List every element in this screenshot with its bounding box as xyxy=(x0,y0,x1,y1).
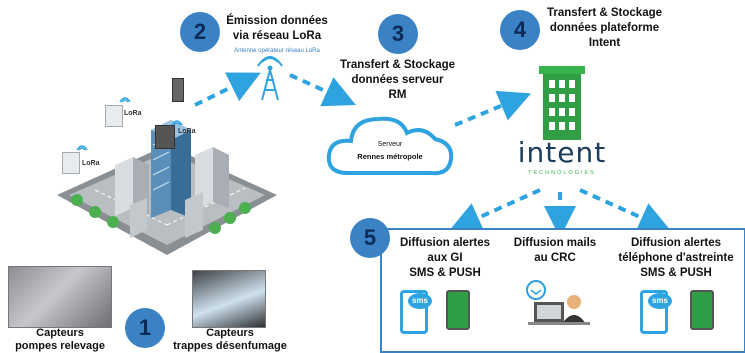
hatch-caption-line1: Capteurs xyxy=(206,327,254,339)
server-cloud-icon xyxy=(326,116,454,176)
step-1-badge: 1 xyxy=(125,308,165,348)
step-2-line1: Émission données xyxy=(226,15,328,27)
pump-sensor-photo xyxy=(8,266,112,328)
wifi-signal-icon xyxy=(171,120,183,126)
arrow-platform-to-phone xyxy=(579,188,671,233)
arrow-server-to-platform xyxy=(454,90,532,127)
pump-sensor-caption: Capteurs pompes relevage xyxy=(0,327,120,353)
step-4-line2: données plateforme xyxy=(549,22,660,34)
alert-crc-line2: au CRC xyxy=(534,252,576,264)
step-3-line1: Transfert & Stockage xyxy=(339,59,456,71)
alert-phone-line2: téléphone d'astreinte xyxy=(618,252,734,264)
lora-sensor-3 xyxy=(155,125,175,149)
step-3-line3: RM xyxy=(388,89,407,101)
step-3-title: Transfert & Stockage données serveur RM xyxy=(330,58,465,103)
alert-phone-line3: SMS & PUSH xyxy=(640,267,712,279)
step-2-line2: via réseau LoRa xyxy=(232,30,322,42)
step-4-badge: 4 xyxy=(500,10,540,50)
step-2-badge: 2 xyxy=(180,12,220,52)
phone-icon xyxy=(640,290,668,334)
alert-crc-title: Diffusion mails au CRC xyxy=(505,236,605,266)
phone-icon xyxy=(400,290,428,334)
alerts-panel xyxy=(380,228,745,353)
hatch-caption-line2: trappes désenfumage xyxy=(173,340,287,352)
step-4-line1: Transfert & Stockage xyxy=(546,7,663,19)
step-2-title: Émission données via réseau LoRa Antenne… xyxy=(222,14,332,59)
alert-gi-title: Diffusion alertes aux GI SMS & PUSH xyxy=(390,236,500,281)
step-4-title: Transfert & Stockage données plateforme … xyxy=(542,6,667,51)
alert-phone-title: Diffusion alertes téléphone d'astreinte … xyxy=(612,236,740,281)
lora-sensor-1 xyxy=(62,152,80,174)
push-notification-icon xyxy=(446,290,470,330)
lora-tag-3: LoRa xyxy=(178,128,196,135)
server-label: Serveur xyxy=(377,141,403,148)
arrow-platform-to-gi xyxy=(449,188,541,233)
step-5-badge: 5 xyxy=(350,218,390,258)
antenna-icon xyxy=(257,56,283,101)
push-notification-icon xyxy=(690,290,714,330)
step-4-line3: Intent xyxy=(588,37,621,49)
server-name: Rennes métropole xyxy=(357,152,423,161)
intent-building-icon xyxy=(539,66,585,140)
arrow-sensors-to-antenna xyxy=(194,72,261,107)
wifi-signal-icon xyxy=(119,97,131,103)
lora-sensor-4 xyxy=(172,78,184,102)
hatch-sensor-photo xyxy=(192,270,266,328)
pump-caption-line1: Capteurs xyxy=(36,327,84,339)
intent-logo-tagline: TECHNOLOGIES xyxy=(528,170,596,176)
lora-sensor-2 xyxy=(105,105,123,127)
intent-logo-text: intent xyxy=(517,136,607,169)
alert-crc-line1: Diffusion mails xyxy=(513,237,597,249)
sms-bubble-icon: sms xyxy=(648,293,672,309)
arrow-antenna-to-server xyxy=(289,73,356,107)
sms-bubble-icon: sms xyxy=(408,293,432,309)
lora-tag-2: LoRa xyxy=(124,110,142,117)
alert-phone-line1: Diffusion alertes xyxy=(630,237,722,249)
alert-gi-line3: SMS & PUSH xyxy=(409,267,481,279)
pump-caption-line2: pompes relevage xyxy=(15,340,105,352)
lora-tag-1: LoRa xyxy=(82,160,100,167)
step-3-line2: données serveur xyxy=(351,74,444,86)
step-2-sub: Antenne opérateur réseau LoRa xyxy=(234,48,320,54)
email-user-icon xyxy=(526,280,590,325)
smart-city-illustration xyxy=(57,120,277,255)
hatch-sensor-caption: Capteurs trappes désenfumage xyxy=(165,327,295,353)
alert-gi-line2: aux GI xyxy=(427,252,463,264)
wifi-signal-icon xyxy=(76,145,88,151)
step-3-badge: 3 xyxy=(378,14,418,54)
alert-gi-line1: Diffusion alertes xyxy=(399,237,491,249)
